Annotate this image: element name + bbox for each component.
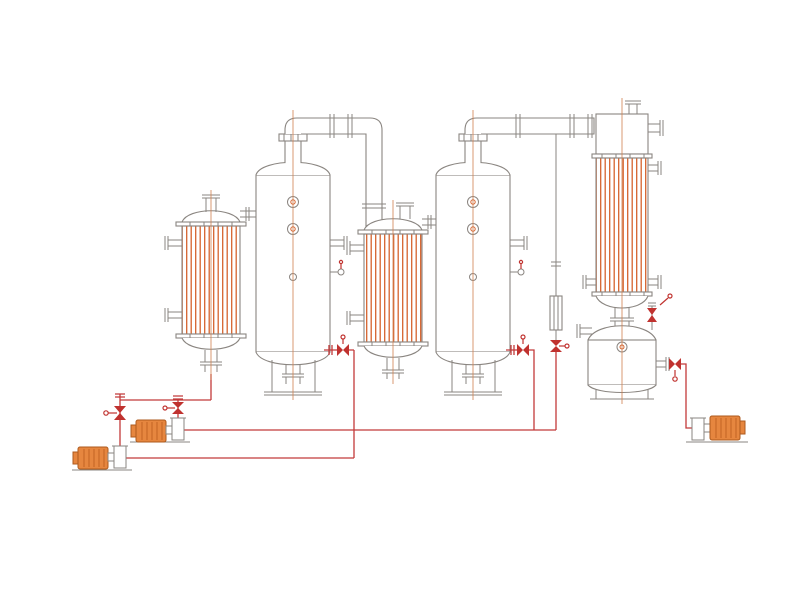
pump-body [113, 445, 127, 469]
motor-end-cap [72, 451, 79, 465]
top-nozzle [202, 194, 220, 212]
suction-valve [114, 406, 126, 420]
drain-valve [550, 340, 562, 352]
heater-1 [164, 194, 256, 372]
pump-body [691, 417, 705, 441]
valve-handwheel [564, 343, 570, 349]
receiver-vent-valves [647, 293, 673, 330]
drain-valve-1 [324, 334, 349, 356]
equipment-centerlines [210, 98, 623, 404]
shell-instrument [330, 259, 345, 276]
valve-handwheel [667, 293, 673, 299]
side-nozzle [164, 308, 182, 322]
motor-fins [715, 418, 737, 438]
vapor-connection-nozzle [240, 207, 256, 221]
side-nozzle [582, 275, 596, 289]
motor-fins [141, 422, 163, 440]
discharge-valve [337, 344, 349, 356]
valve-handwheel [162, 405, 168, 411]
heater-2 [346, 202, 436, 379]
header-side-nozzle [648, 120, 664, 136]
side-nozzle [510, 236, 528, 250]
separator-1 [255, 133, 348, 396]
gauge-glass [549, 295, 563, 331]
valve-handwheel [520, 334, 526, 340]
side-nozzle [346, 241, 364, 255]
top-nozzle [396, 202, 414, 219]
vapor-duct-1 [284, 114, 386, 227]
coupling [165, 425, 173, 435]
valve-handwheel [340, 334, 346, 340]
coupling [703, 423, 711, 433]
gauge-valve [550, 340, 570, 352]
receiver-outlet-valve [656, 357, 681, 382]
pump-3 [686, 415, 748, 443]
coupling [107, 452, 115, 462]
vapor-duct-2 [464, 114, 595, 138]
gauge-column [549, 134, 570, 352]
vapor-connection-nozzle [422, 215, 436, 229]
shell-instrument [510, 259, 525, 276]
support-skirt [264, 360, 322, 396]
side-nozzle [576, 324, 592, 338]
valve-handwheel [672, 376, 678, 382]
outlet-valve [669, 358, 681, 370]
drain-valve-2 [506, 334, 529, 356]
vent-valve [647, 308, 657, 322]
feed-valve-1 [103, 393, 126, 420]
gauge-pipe [551, 134, 561, 296]
pump-2 [130, 417, 190, 443]
condenser [582, 100, 664, 330]
support-skirt [444, 360, 502, 396]
pump-1 [72, 445, 132, 471]
vent-nozzle [625, 100, 641, 114]
duct-run [464, 117, 595, 135]
duct-elbow [284, 117, 383, 227]
side-nozzle [330, 236, 348, 250]
separator-2 [435, 133, 528, 396]
duct-flanges [329, 114, 386, 209]
side-nozzle [164, 236, 182, 250]
motor-end-cap [739, 420, 746, 435]
side-nozzle [648, 275, 662, 289]
motor-end-cap [130, 424, 137, 438]
side-nozzle [648, 161, 662, 175]
pump-body [171, 417, 185, 441]
motor-fins [83, 449, 105, 467]
feed-valve-2 [162, 395, 184, 414]
suction-valve [172, 402, 184, 414]
valve-handwheel [103, 410, 109, 416]
side-nozzle [346, 311, 364, 325]
duct-flanges [515, 114, 593, 138]
discharge-valve [517, 344, 529, 356]
